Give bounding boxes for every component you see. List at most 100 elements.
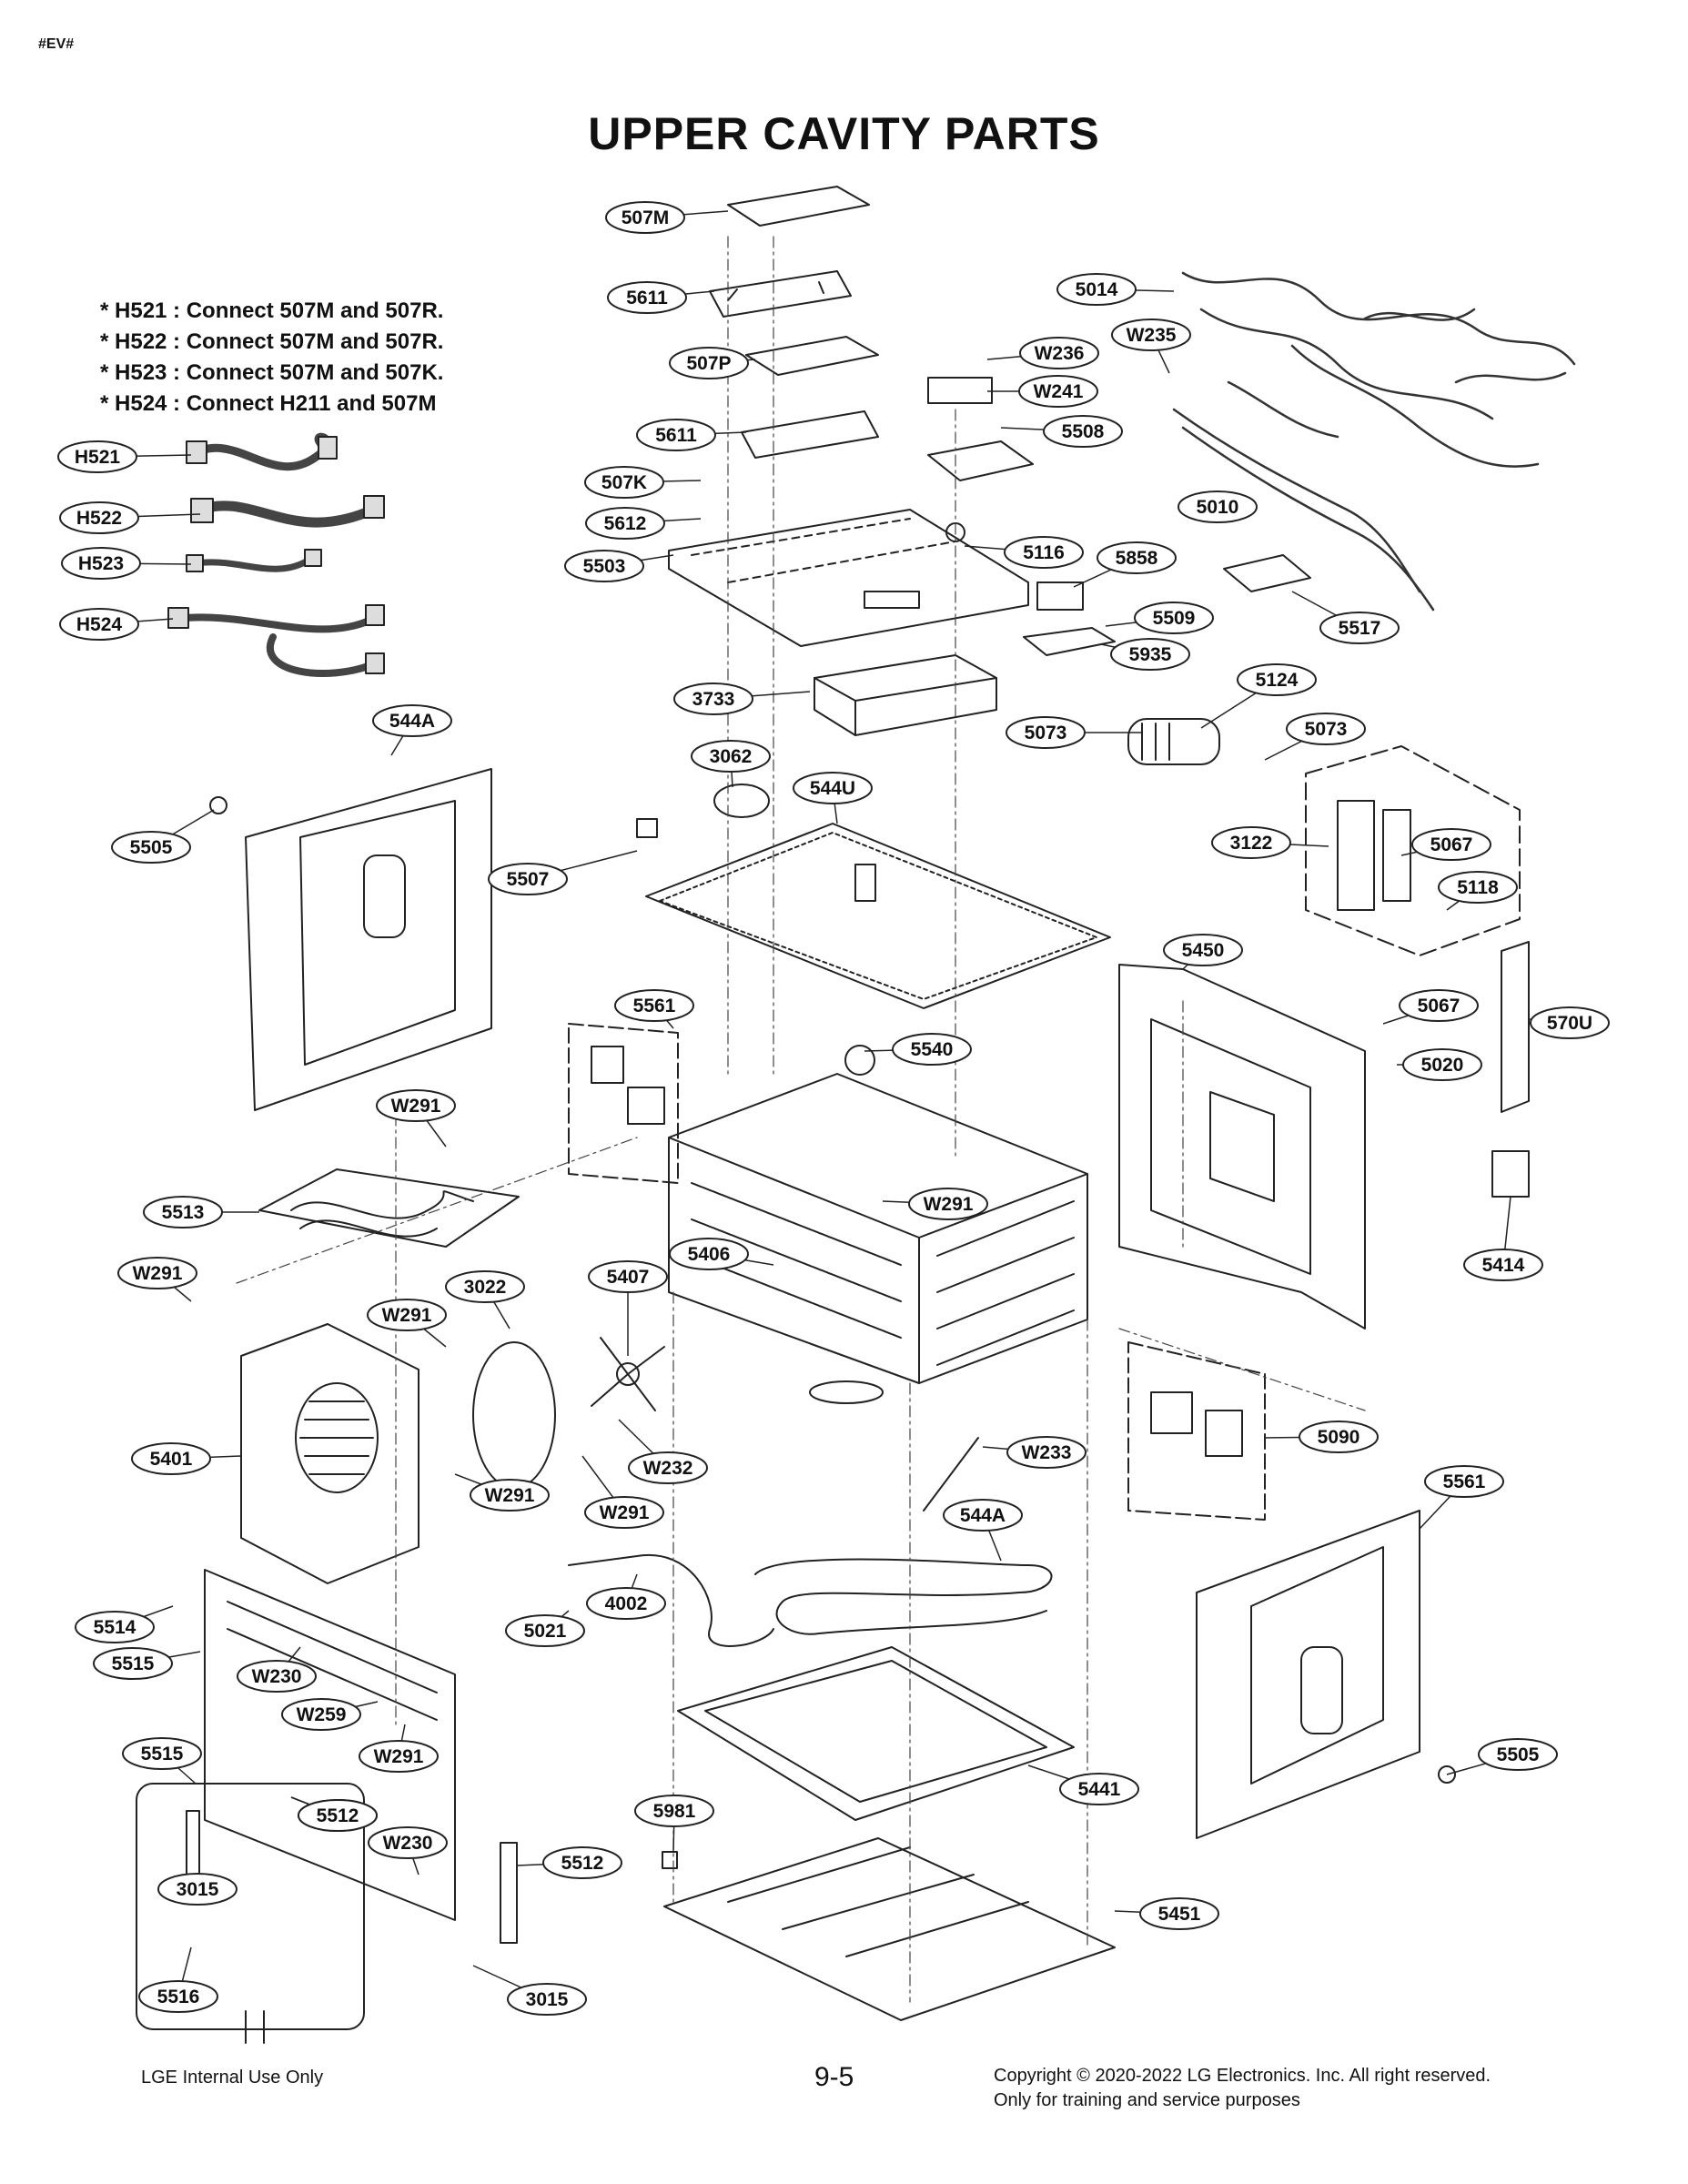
note-h523: * H523 : Connect 507M and 507K. [100,360,444,385]
callout-3733: 3733 [673,682,753,715]
control-board-507m [727,186,870,227]
callout-544u: 544U [793,772,873,804]
callout-ellipse [1019,337,1099,369]
callout-h522: H522 [59,501,139,534]
callout-text: 5514 [94,1617,136,1638]
callout-ellipse [298,1799,378,1832]
callout-ellipse [584,1496,664,1529]
callout-ellipse [1286,713,1366,745]
callout-text: 5561 [633,996,676,1016]
wire-harness-5010 [1172,408,1435,612]
callout-544a: 544A [943,1499,1023,1532]
callout-4002: 4002 [586,1587,666,1620]
callout-5508: 5508 [1043,415,1123,448]
callout-text: 5407 [607,1267,650,1288]
callout-544a: 544A [372,704,452,737]
callout-5503: 5503 [564,550,644,582]
callout-ellipse [1530,1006,1610,1039]
callout-w291: W291 [376,1089,456,1122]
callout-ellipse [1097,541,1177,574]
callout-ellipse [564,550,644,582]
callout-ellipse [542,1846,622,1879]
callout-text: 5401 [150,1449,193,1470]
callout-text: W235 [1127,325,1177,346]
callout-h524: H524 [59,608,139,641]
callout-w232: W232 [628,1451,708,1484]
light-assembly-5561-right [1127,1341,1266,1521]
callout-text: W236 [1035,343,1085,364]
purpose-text: Only for training and service purposes [994,2090,1300,2110]
callout-ellipse [376,1089,456,1122]
callout-text: 5441 [1078,1779,1121,1800]
callout-ellipse [445,1270,525,1303]
callout-text: 5509 [1153,608,1196,629]
callout-5981: 5981 [634,1795,714,1827]
fan-blade-5407 [591,1337,665,1411]
callout-ellipse [673,682,753,715]
callout-ellipse [1438,871,1518,904]
callout-text: 5508 [1062,421,1105,442]
footer-copyright: Copyright © 2020-2022 LG Electronics. In… [994,2064,1491,2113]
callout-ellipse [634,1795,714,1827]
callout-w259: W259 [281,1698,361,1731]
callout-text: W259 [297,1704,347,1725]
callout-ellipse [368,1826,448,1859]
callout-ellipse [636,419,716,451]
harness-h522-illustration [190,495,385,528]
callout-3022: 3022 [445,1270,525,1303]
note-h522: * H522 : Connect 507M and 507R. [100,329,444,354]
footer-internal-use: LGE Internal Use Only [141,2068,324,2088]
callout-ellipse [1056,273,1137,306]
callout-ellipse [1319,612,1400,644]
callout-ellipse [93,1647,173,1680]
callout-5509: 5509 [1134,602,1214,634]
convection-cover-5401 [240,1323,419,1584]
leader-lines [96,210,1571,2000]
callout-ellipse [57,440,137,473]
note-h521: * H521 : Connect 507M and 507R. [100,298,444,323]
callout-5401: 5401 [131,1442,211,1475]
sensor-5021 [568,1553,774,1647]
callout-text: 544A [389,711,435,732]
callout-text: 5512 [317,1805,359,1826]
callout-ellipse [131,1442,211,1475]
callout-ellipse [281,1698,361,1731]
bracket-3122 [1305,745,1521,956]
callout-text: H524 [76,614,123,635]
callout-3122: 3122 [1211,826,1291,859]
callout-ellipse [470,1479,550,1512]
callout-ellipse [1211,826,1291,859]
callout-text: W241 [1034,381,1084,402]
callout-text: 5935 [1129,644,1172,665]
callout-5441: 5441 [1059,1773,1139,1805]
callout-ellipse [75,1611,155,1643]
box-3733 [814,654,997,736]
callout-5406: 5406 [669,1238,749,1270]
callout-text: 5014 [1076,279,1118,300]
latch-5981 [662,1851,678,1869]
callout-5073: 5073 [1286,713,1366,745]
callout-text: W291 [374,1746,424,1767]
callout-text: 3022 [464,1277,507,1298]
control-board-507p [745,336,879,376]
callout-ellipse [1424,1465,1504,1498]
callout-ellipse [1299,1421,1379,1453]
callout-text: 5021 [524,1621,567,1642]
callout-w291: W291 [367,1299,447,1331]
callout-w291: W291 [470,1479,550,1512]
harness-h523-illustration [186,549,322,572]
callout-5507: 5507 [488,863,568,895]
callout-5561: 5561 [614,989,694,1022]
callout-ellipse [584,466,664,499]
callout-5517: 5517 [1319,612,1400,644]
callout-ellipse [605,201,685,234]
callout-5451: 5451 [1139,1897,1219,1930]
callout-5124: 5124 [1237,663,1317,696]
callout-5515: 5515 [93,1647,173,1680]
callout-text: W232 [643,1458,693,1479]
callout-text: W291 [600,1502,650,1523]
callout-ellipse [507,1983,587,2016]
callout-ellipse [669,347,749,379]
callout-ellipse [1043,415,1123,448]
callout-570u: 570U [1530,1006,1610,1039]
